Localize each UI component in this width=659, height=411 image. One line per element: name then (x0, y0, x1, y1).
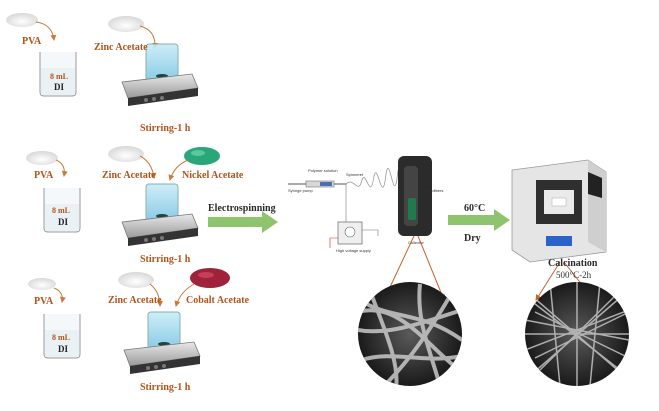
syringe-pump-label: Syringe pump (288, 188, 313, 193)
volume-label-1: 8 mL (50, 72, 68, 81)
pour-arrow-2b (139, 155, 157, 179)
volume-label-3: 8 mL (52, 333, 70, 342)
pva-powder-2 (26, 151, 58, 165)
precursor-label-1: Zinc Acetate (94, 42, 148, 53)
fiber-jet (345, 168, 399, 188)
furnace (511, 159, 607, 263)
collector (398, 156, 432, 236)
nickel-powder (184, 147, 220, 165)
di-label-1: DI (54, 82, 65, 92)
di-label-2: DI (58, 217, 69, 227)
drying-label: Dry (464, 233, 481, 244)
spinneret-label: Spinneret (346, 172, 364, 177)
drying-temp-label: 60°C (464, 203, 486, 214)
zinc-powder-1 (108, 16, 144, 32)
stirring-label-1: Stirring-1 h (140, 123, 191, 134)
di-beaker-2 (43, 188, 81, 233)
zoom-line-1b (417, 235, 445, 301)
sem-image-calcined (525, 282, 629, 386)
high-voltage-supply (329, 184, 379, 248)
pva-label-2: PVA (34, 170, 54, 181)
pour-arrow-3c (174, 283, 195, 307)
zoom-line-2a (535, 261, 561, 301)
precursor-label-3b: Cobalt Acetate (186, 295, 250, 306)
stirring-label-3: Stirring-1 h (140, 382, 191, 393)
di-label-3: DI (58, 344, 69, 354)
sem-image-as-spun (358, 282, 462, 386)
precursor-label-3a: Zinc Acetate (108, 295, 162, 306)
electrospinning-label: Electrospinning (208, 203, 276, 214)
polymer-solution-label: Polymer solution (308, 168, 338, 173)
pour-arrow-3b (149, 283, 163, 307)
dry-arrow (448, 209, 510, 231)
electrospinning-arrow (208, 211, 278, 233)
pva-powder-1 (6, 13, 38, 27)
precursor-label-2a: Zinc Acetate (102, 170, 156, 181)
syringe-pump (288, 180, 346, 188)
stirrer-3 (123, 311, 201, 374)
precursor-label-2b: Nickel Acetate (182, 170, 244, 181)
cobalt-powder (190, 268, 230, 288)
stirrer-2 (121, 183, 199, 246)
volume-label-2: 8 mL (52, 206, 70, 215)
zinc-powder-2 (108, 146, 144, 162)
collector-label: Collector (408, 240, 424, 245)
zinc-powder-3 (118, 272, 154, 288)
pour-arrow-1a (35, 21, 57, 41)
pva-label-1: PVA (22, 36, 42, 47)
stirrer-1 (121, 43, 199, 106)
calcination-condition-label: 500°C-2h (556, 270, 592, 280)
di-beaker-1 (39, 52, 77, 97)
pour-arrow-3a (53, 287, 66, 303)
pour-arrow-2a (55, 159, 68, 177)
di-beaker-3 (43, 314, 81, 359)
stirring-label-2: Stirring-1 h (140, 254, 191, 265)
high-voltage-label: High voltage supply (336, 248, 371, 253)
pour-arrow-2c (168, 159, 189, 181)
calcination-label: Calcination (548, 258, 598, 269)
pva-powder-3 (28, 278, 56, 290)
pva-label-3: PVA (34, 296, 54, 307)
nanofibers-label: Nanofibers (424, 188, 444, 193)
